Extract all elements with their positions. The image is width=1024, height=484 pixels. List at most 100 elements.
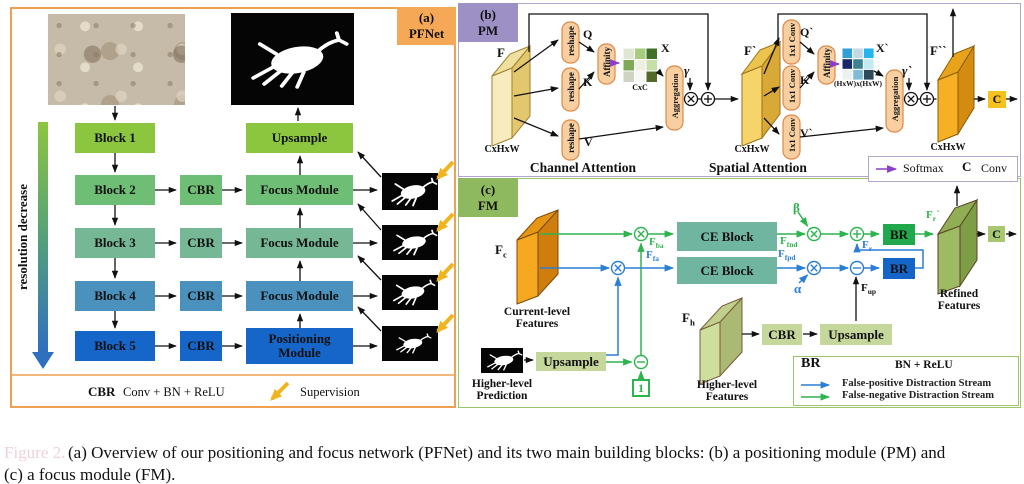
label-alpha: α bbox=[794, 281, 802, 296]
spatial-attention-title: Spatial Attention bbox=[709, 160, 807, 175]
panel-a-tag-line2: PFNet bbox=[408, 26, 445, 41]
panel-c-tag-line2: FM bbox=[477, 197, 499, 213]
caption-line-2: (c) a focus module (FM). bbox=[4, 465, 176, 484]
label-f-out-dims: CxHxW bbox=[930, 142, 966, 153]
label-f-in: F bbox=[497, 45, 505, 60]
upsample-module: Upsample bbox=[246, 123, 353, 153]
legend-b-c: C bbox=[962, 159, 972, 174]
focus-module-4: Focus Module bbox=[246, 281, 353, 311]
cbr-row4-label: CBR bbox=[187, 288, 215, 303]
resolution-decrease-label: resolution decrease bbox=[15, 183, 30, 291]
block-1-label: Block 1 bbox=[94, 130, 136, 145]
label-fh: Fh bbox=[682, 310, 695, 328]
panel-b-frame bbox=[458, 3, 1021, 177]
aggregation-spatial-label: Aggregation bbox=[889, 76, 900, 122]
label-f-in-dims: CxHxW bbox=[484, 144, 520, 155]
panel-a-tag: (a) PFNet bbox=[397, 7, 456, 45]
label-fba: Fba bbox=[649, 236, 664, 251]
label-fr: Fr bbox=[862, 239, 873, 254]
aggregation-channel-label: Aggregation bbox=[669, 73, 680, 119]
label-gamma: γ bbox=[684, 63, 690, 78]
ce-block-bottom-label: CE Block bbox=[700, 262, 754, 278]
one-box: 1 bbox=[632, 379, 650, 397]
channel-attention-title: Channel Attention bbox=[529, 160, 637, 175]
label-fr-prime: Fr` bbox=[926, 209, 940, 224]
cbr-row2: CBR bbox=[180, 175, 222, 205]
cbr-row5: CBR bbox=[180, 331, 222, 361]
focus-module-3-label: Focus Module bbox=[260, 235, 339, 250]
block-4-label: Block 4 bbox=[94, 288, 136, 303]
focus-module-2-label: Focus Module bbox=[260, 182, 339, 197]
positioning-label-1: Positioning bbox=[268, 330, 331, 346]
legend-c-box bbox=[793, 356, 1019, 406]
affinity-channel-label: Affinity bbox=[601, 47, 612, 77]
br-blue-label: BR bbox=[889, 260, 909, 276]
cbr-fm-label: CBR bbox=[768, 326, 796, 342]
label-x-prime-dims: (HxW)x(HxW) bbox=[834, 79, 882, 88]
focus-module-2: Focus Module bbox=[246, 175, 353, 205]
label-x-prime: X` bbox=[876, 41, 889, 55]
cbr-row4: CBR bbox=[180, 281, 222, 311]
upsample-fm-right: Upsample bbox=[820, 324, 892, 345]
br-green-label: BR bbox=[889, 226, 909, 242]
caption-figure-prefix: Figure 2. bbox=[4, 443, 66, 462]
label-beta: β bbox=[793, 200, 800, 215]
cbr-row2-label: CBR bbox=[187, 182, 215, 197]
label-fup: Fup bbox=[861, 282, 877, 297]
ce-block-bottom: CE Block bbox=[677, 257, 777, 284]
legend-a-cbr: CBR bbox=[88, 384, 116, 399]
cbr-fm-box: CBR bbox=[762, 324, 802, 345]
panel-c-frame bbox=[458, 178, 1021, 408]
legend-c-br-meaning: BN + ReLU bbox=[895, 359, 953, 371]
block-1: Block 1 bbox=[75, 123, 155, 153]
ce-block-top-label: CE Block bbox=[700, 228, 754, 244]
label-v-prime: V` bbox=[800, 126, 813, 140]
label-f-mid: F` bbox=[744, 43, 757, 58]
block-3-label: Block 3 bbox=[94, 235, 136, 250]
positioning-module: Positioning Module bbox=[246, 328, 353, 364]
conv-box-b-label: C bbox=[992, 92, 1002, 106]
block-5-label: Block 5 bbox=[94, 338, 136, 353]
label-k-prime: K` bbox=[800, 73, 814, 87]
block-4: Block 4 bbox=[75, 281, 155, 311]
legend-c-fp-stream: False-positive Distraction Stream bbox=[842, 378, 992, 389]
upsample-module-label: Upsample bbox=[271, 130, 328, 145]
caption-line-1: (a) Overview of our positioning and focu… bbox=[68, 443, 946, 462]
block-3: Block 3 bbox=[75, 228, 155, 258]
br-green-box: BR bbox=[883, 224, 915, 245]
label-k: K bbox=[583, 75, 593, 89]
panel-a-tag-line1: (a) bbox=[418, 10, 435, 26]
label-x-dims: CxC bbox=[632, 83, 648, 92]
block-2-label: Block 2 bbox=[94, 182, 136, 197]
conv-box-c: C bbox=[988, 226, 1005, 242]
legend-c-fn-stream: False-negative Distraction Stream bbox=[842, 390, 995, 401]
label-q: Q bbox=[583, 27, 593, 41]
focus-module-4-label: Focus Module bbox=[260, 288, 339, 303]
affinity-spatial-label: Affinity bbox=[821, 48, 832, 78]
panel-c-tag-line1: (c) bbox=[480, 181, 496, 197]
positioning-label-2: Module bbox=[278, 345, 321, 360]
label-ffnd: Ffnd bbox=[780, 235, 798, 250]
legend-a-cbr-meaning: Conv + BN + ReLU bbox=[123, 385, 225, 399]
legend-b-softmax: Softmax bbox=[903, 161, 944, 175]
label-ffa: Ffa bbox=[646, 249, 659, 264]
panel-b-tag: (b) PM bbox=[458, 3, 518, 42]
label-x: X bbox=[661, 41, 670, 55]
label-f-out: F`` bbox=[930, 43, 947, 58]
panel-b-tag-line1: (b) bbox=[480, 6, 496, 22]
upsample-fm-right-label: Upsample bbox=[828, 326, 884, 342]
br-blue-box: BR bbox=[883, 258, 915, 279]
one-box-label: 1 bbox=[638, 380, 644, 395]
panel-c-tag: (c) FM bbox=[458, 178, 518, 217]
conv-box-b: C bbox=[988, 91, 1006, 108]
cbr-row5-label: CBR bbox=[187, 338, 215, 353]
label-fc: Fc bbox=[495, 242, 507, 260]
panel-b-tag-line2: PM bbox=[477, 22, 499, 38]
camouflage-photo bbox=[48, 14, 185, 105]
conv-box-c-label: C bbox=[992, 226, 1001, 241]
cbr-row3-label: CBR bbox=[187, 235, 215, 250]
